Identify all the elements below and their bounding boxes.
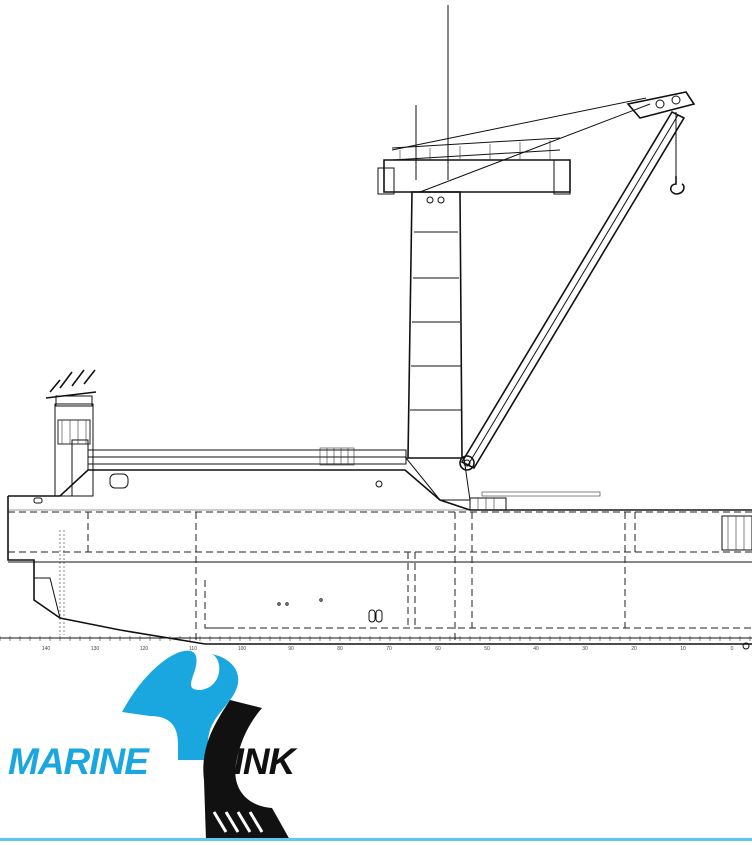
- logo-word-link: LINK: [212, 741, 298, 782]
- mast: [415, 5, 449, 180]
- frame-label: 10: [680, 646, 686, 652]
- frame-label: 40: [533, 646, 539, 652]
- frame-label: 130: [91, 646, 100, 652]
- frame-label: 140: [42, 646, 51, 652]
- frame-label: 100: [238, 646, 247, 652]
- crane-jib: [391, 91, 696, 471]
- deck-rail: [87, 447, 407, 466]
- frame-scale: 140130120110100908070605040302010010: [0, 636, 752, 652]
- logo-ramp: [203, 700, 290, 840]
- frame-label: 20: [631, 646, 637, 652]
- frame-label: 90: [288, 646, 294, 652]
- frame-label: 110: [189, 646, 197, 652]
- logo-swoosh: [122, 650, 239, 760]
- bottom-rule: [0, 838, 752, 841]
- frame-label: 70: [386, 646, 392, 652]
- frame-label: 0: [731, 646, 734, 652]
- frame-label: 60: [435, 646, 441, 652]
- crane-pedestal: [377, 137, 571, 501]
- frame-label: 80: [337, 646, 343, 652]
- hull: [7, 439, 752, 645]
- funnel: [45, 369, 97, 497]
- frame-label: 30: [582, 646, 588, 652]
- marine-link-logo: MARINE LINK: [8, 650, 299, 840]
- frame-label: 50: [484, 646, 490, 652]
- crane-hook-icon: [669, 176, 685, 195]
- frame-label: 120: [140, 646, 149, 652]
- logo-word-marine: MARINE: [8, 741, 150, 782]
- aft-frame-hatching: [59, 530, 65, 635]
- fwd-deck: [469, 491, 752, 650]
